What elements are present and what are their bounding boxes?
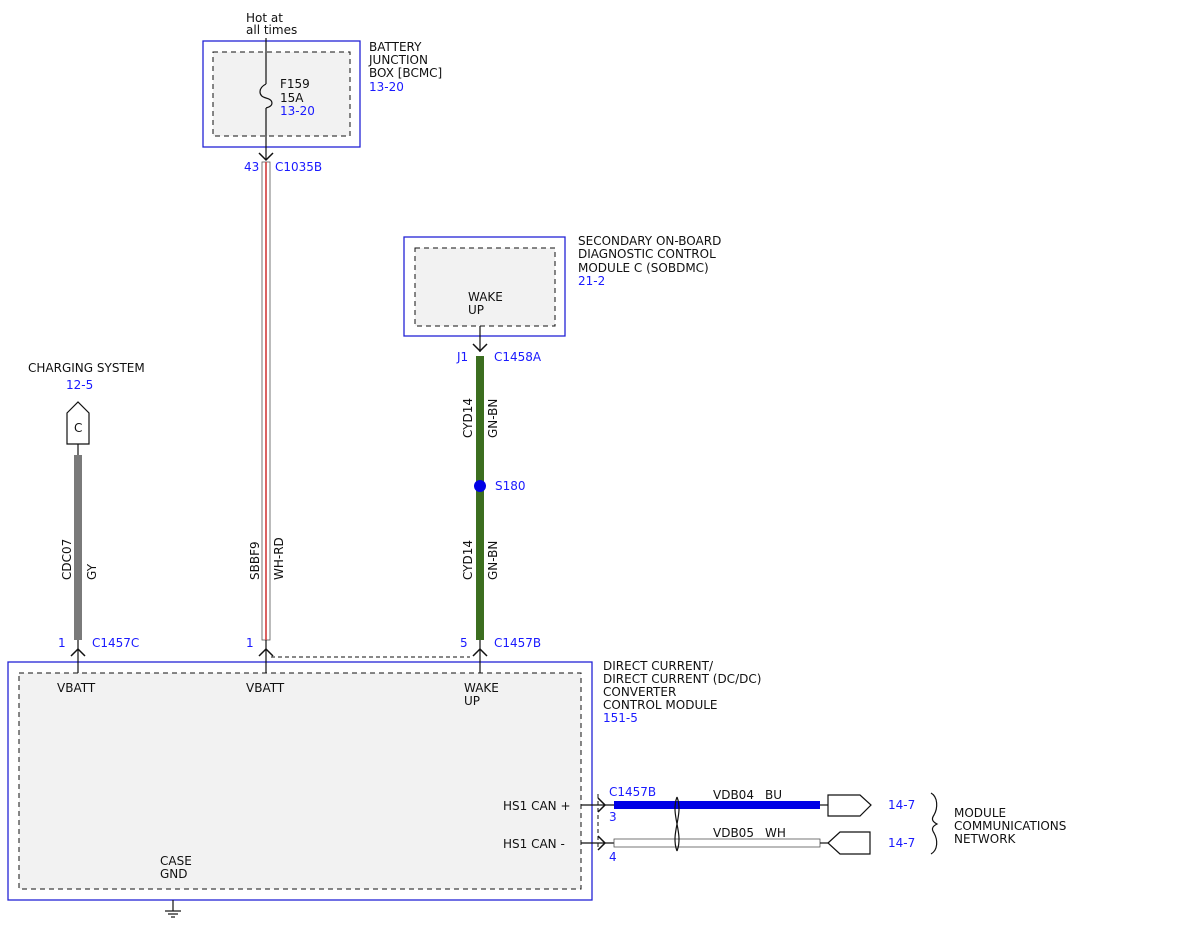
- bjb-ref[interactable]: 13-20: [369, 80, 404, 94]
- sobdmc-pin-label-line2: UP: [468, 303, 484, 317]
- connector-arrow-icon: [472, 647, 488, 657]
- network-name-line3: NETWORK: [954, 832, 1017, 846]
- bjb-name-line3: BOX [BCMC]: [369, 66, 442, 80]
- fuse-ref[interactable]: 13-20: [280, 104, 315, 118]
- dcdc-pin-can-hi: HS1 CAN +: [503, 799, 571, 813]
- wire-vdb04-circuit: VDB04: [713, 788, 754, 802]
- dcdc-name-line3: CONVERTER: [603, 685, 676, 699]
- bjb-pin: 43: [244, 160, 259, 174]
- fuse-rating: 15A: [280, 91, 304, 105]
- dcdc-c1-connector: C1457C: [92, 636, 139, 650]
- sobdmc-name-line3: MODULE C (SOBDMC): [578, 261, 709, 275]
- dcdc-name-line2: DIRECT CURRENT (DC/DC): [603, 672, 761, 686]
- dcdc-module: [7, 661, 593, 901]
- connector-arrow-icon: [597, 797, 607, 813]
- sobdmc-pin: J1: [456, 350, 468, 364]
- network-flag-hi-icon: [827, 794, 872, 817]
- sobdmc-ref[interactable]: 21-2: [578, 274, 605, 288]
- sobdmc-module: [403, 236, 566, 337]
- brace-icon: [930, 792, 939, 855]
- network-flag-lo-icon: [827, 831, 871, 855]
- network-ref-lo[interactable]: 14-7: [888, 836, 915, 850]
- dcdc-ref[interactable]: 151-5: [603, 711, 638, 725]
- fuse-name: F159: [280, 77, 310, 91]
- power-source-line1: Hot at: [246, 11, 283, 25]
- wire-cdc07: [74, 455, 82, 640]
- dcdc-pin-wake-line1: WAKE: [464, 681, 499, 695]
- dcdc-c2-pin: 1: [246, 636, 254, 650]
- wire-cdc07-circuit: CDC07: [60, 539, 74, 580]
- can-connector: C1457B: [609, 785, 656, 799]
- wire-cyd14-upper-color: GN-BN: [486, 399, 500, 438]
- wire-sbbf9-color: WH-RD: [272, 537, 286, 580]
- can-hi-pin: 3: [609, 810, 617, 824]
- sobdmc-connector: C1458A: [494, 350, 542, 364]
- wire-vdb05: [613, 838, 821, 848]
- case-gnd-line2: GND: [160, 867, 188, 881]
- wire-sbbf9-circuit: SBBF9: [248, 541, 262, 580]
- wire-sbbf9: [261, 161, 271, 641]
- dcdc-c3-connector: C1457B: [494, 636, 541, 650]
- charging-flag-label: C: [74, 421, 82, 435]
- connector-arrow-icon: [258, 152, 274, 162]
- wire-cyd14: [476, 356, 484, 640]
- wire-vdb05-color: WH: [765, 826, 786, 840]
- connector-arrow-icon: [472, 343, 488, 353]
- twisted-pair-icon: [674, 796, 680, 852]
- can-lo-pin: 4: [609, 850, 617, 864]
- dcdc-name-line4: CONTROL MODULE: [603, 698, 718, 712]
- ground-icon: [165, 900, 181, 918]
- network-name-line1: MODULE: [954, 806, 1006, 820]
- dcdc-name-line1: DIRECT CURRENT/: [603, 659, 714, 673]
- connector-arrow-icon: [258, 647, 274, 657]
- charging-flag-icon: [66, 401, 90, 445]
- power-source-line2: all times: [246, 23, 297, 37]
- connector-arrow-icon: [597, 835, 607, 851]
- wire-vdb04-color: BU: [765, 788, 782, 802]
- dcdc-pin-can-lo: HS1 CAN -: [503, 837, 565, 851]
- network-name-line2: COMMUNICATIONS: [954, 819, 1066, 833]
- wire-cyd14-lower-color: GN-BN: [486, 541, 500, 580]
- dcdc-pin-wake-line2: UP: [464, 694, 480, 708]
- bjb-connector: C1035B: [275, 160, 322, 174]
- splice-name: S180: [495, 479, 526, 493]
- sobdmc-name-line2: DIAGNOSTIC CONTROL: [578, 247, 716, 261]
- network-ref-hi[interactable]: 14-7: [888, 798, 915, 812]
- wire-cyd14-upper-circuit: CYD14: [461, 398, 475, 438]
- bjb-name-line2: JUNCTION: [368, 53, 428, 67]
- case-gnd-line1: CASE: [160, 854, 192, 868]
- dcdc-pin-vbatt-2: VBATT: [246, 681, 285, 695]
- bjb-name-line1: BATTERY: [369, 40, 422, 54]
- fuse-icon: [259, 83, 273, 109]
- connector-arrow-icon: [70, 647, 86, 657]
- sobdmc-name-line1: SECONDARY ON-BOARD: [578, 234, 721, 248]
- wire-cdc07-color: GY: [85, 563, 99, 580]
- charging-system-name: CHARGING SYSTEM: [28, 361, 145, 375]
- dcdc-c3-pin: 5: [460, 636, 468, 650]
- battery-junction-box: [202, 40, 361, 148]
- wire-vdb05-circuit: VDB05: [713, 826, 754, 840]
- wire-cyd14-lower-circuit: CYD14: [461, 540, 475, 580]
- sobdmc-pin-label-line1: WAKE: [468, 290, 503, 304]
- charging-system-ref[interactable]: 12-5: [66, 378, 93, 392]
- dcdc-c1-pin: 1: [58, 636, 66, 650]
- wire-vdb04: [614, 801, 820, 809]
- dcdc-pin-vbatt-1: VBATT: [57, 681, 96, 695]
- splice-dot: [474, 480, 486, 492]
